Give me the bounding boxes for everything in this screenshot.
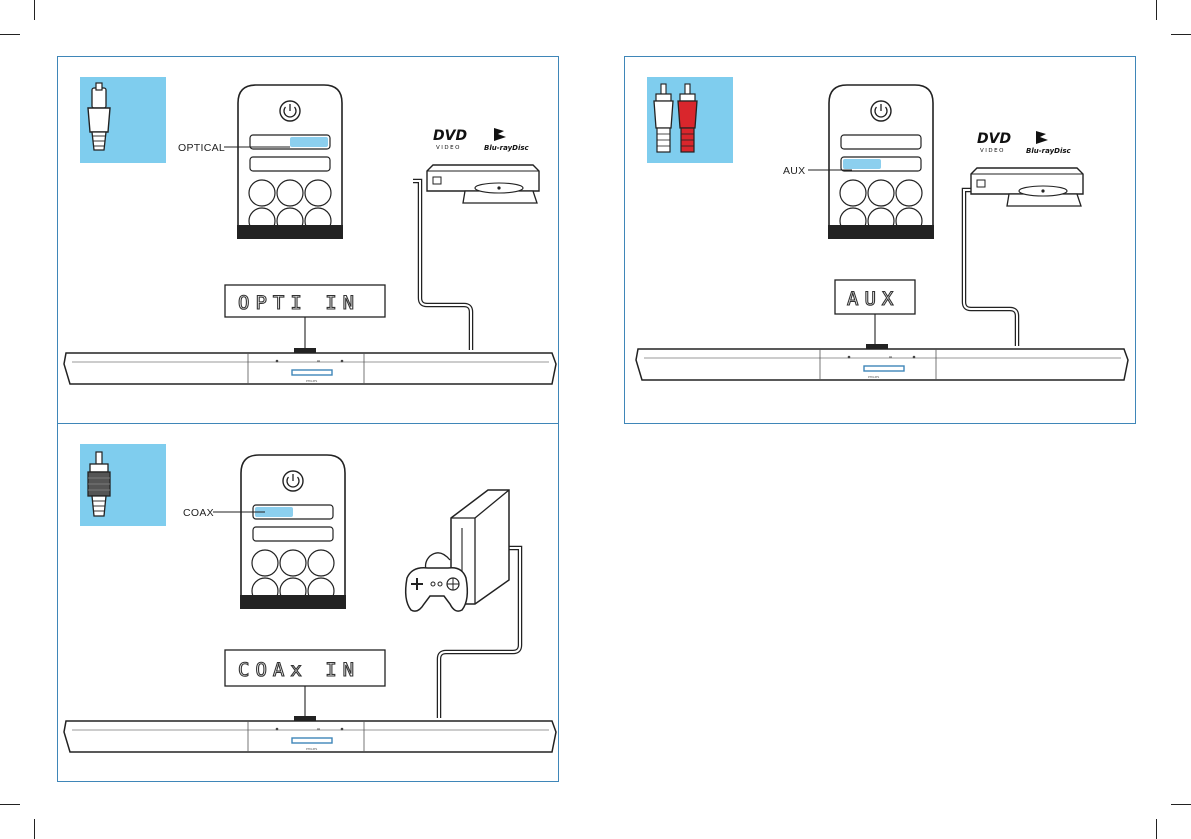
- display-text-coax: COAx IN: [238, 659, 360, 681]
- aux-button-highlight: [843, 159, 881, 169]
- svg-text:Blu-rayDisc: Blu-rayDisc: [484, 144, 530, 152]
- dvd-logo: DVD VIDEO: [977, 131, 1011, 154]
- callout-label-coax: COAX: [183, 507, 214, 519]
- soundbar-brand: PHILIPS: [306, 379, 317, 383]
- optical-button-highlight: [290, 137, 328, 147]
- remote-control: [828, 85, 934, 239]
- svg-text:VIDEO: VIDEO: [436, 145, 461, 151]
- dvd-logo: DVD VIDEO: [433, 128, 467, 151]
- soundbar: PHILIPS: [636, 344, 1128, 380]
- svg-text:VIDEO: VIDEO: [980, 148, 1005, 154]
- dvd-player: [971, 168, 1083, 206]
- soundbar-brand: PHILIPS: [306, 747, 317, 751]
- remote-control: [237, 85, 343, 239]
- remote-control: [240, 455, 346, 609]
- optical-section: OPTICAL OPTI IN PHILIPS DVD VIDEO Blu-ra…: [64, 77, 556, 384]
- coax-section: COAX COAx IN PHILIPS: [64, 444, 556, 752]
- soundbar: PHILIPS: [64, 716, 556, 752]
- callout-label-aux: AUX: [783, 165, 806, 177]
- bluray-logo: Blu-rayDisc: [484, 128, 530, 152]
- svg-text:Blu-rayDisc: Blu-rayDisc: [1026, 147, 1072, 155]
- svg-text:DVD: DVD: [977, 131, 1011, 147]
- display-text-aux: AUX: [847, 288, 899, 310]
- aux-section: AUX AUX PHILIPS DVD VIDEO Blu-rayDisc: [636, 77, 1128, 380]
- display-text-optical: OPTI IN: [238, 292, 360, 314]
- soundbar: PHILIPS: [64, 348, 556, 384]
- dvd-player: [427, 165, 539, 203]
- svg-text:DVD: DVD: [433, 128, 467, 144]
- soundbar-brand: PHILIPS: [868, 375, 879, 379]
- callout-label-optical: OPTICAL: [178, 142, 225, 154]
- bluray-logo: Blu-rayDisc: [1026, 131, 1072, 155]
